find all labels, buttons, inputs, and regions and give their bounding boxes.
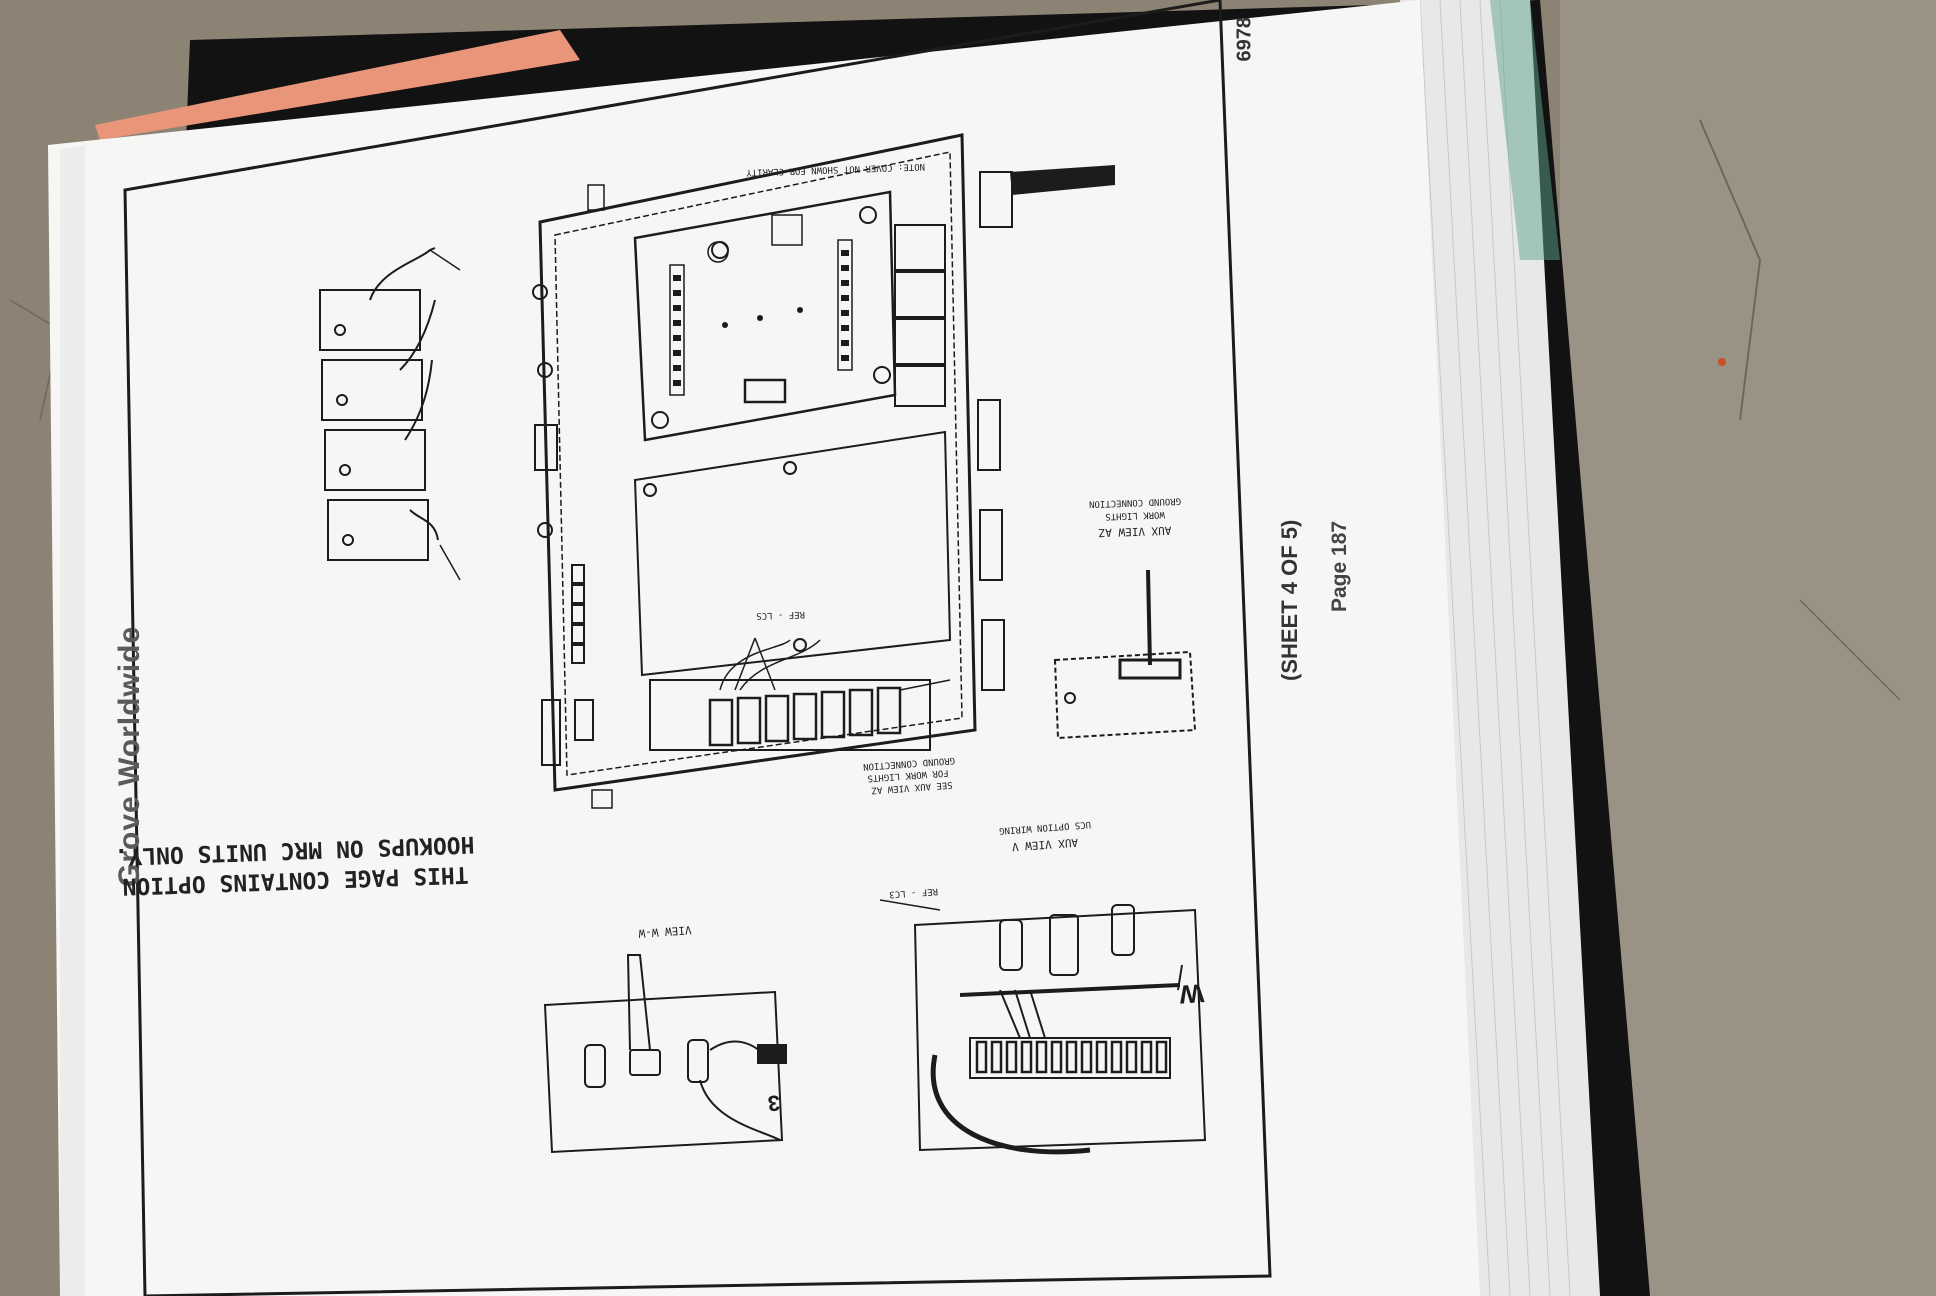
callout-3: 3 xyxy=(766,1090,781,1117)
document-code: 6978 xyxy=(1233,17,1256,62)
w-marker: W xyxy=(1178,978,1206,1010)
control-box xyxy=(532,133,1115,809)
page-shadow-left xyxy=(60,145,85,1296)
manual-page xyxy=(48,0,1480,1296)
page-frame xyxy=(123,0,1272,1296)
view-ww-drawing xyxy=(543,954,787,1154)
page-stack-edge xyxy=(1400,0,1600,1296)
orange-tab xyxy=(95,30,580,140)
sheet-label: (SHEET 4 OF 5) xyxy=(1277,519,1302,681)
aux-view-v-drawing xyxy=(913,904,1207,1155)
floor-crack xyxy=(1799,599,1901,701)
aux-view-az-drawing xyxy=(1053,569,1197,740)
page-number: Page 187 xyxy=(1328,520,1351,612)
leader-lines xyxy=(429,249,941,911)
option-hookups-note: THIS PAGE CONTAINS OPTION HOOKUPS ON MRC… xyxy=(114,829,476,902)
floor-speck xyxy=(1718,358,1726,366)
switch-modules xyxy=(319,247,439,561)
green-tab xyxy=(1490,0,1560,260)
floor-crack xyxy=(1699,119,1762,421)
page-stack-lines xyxy=(1419,0,1571,1296)
